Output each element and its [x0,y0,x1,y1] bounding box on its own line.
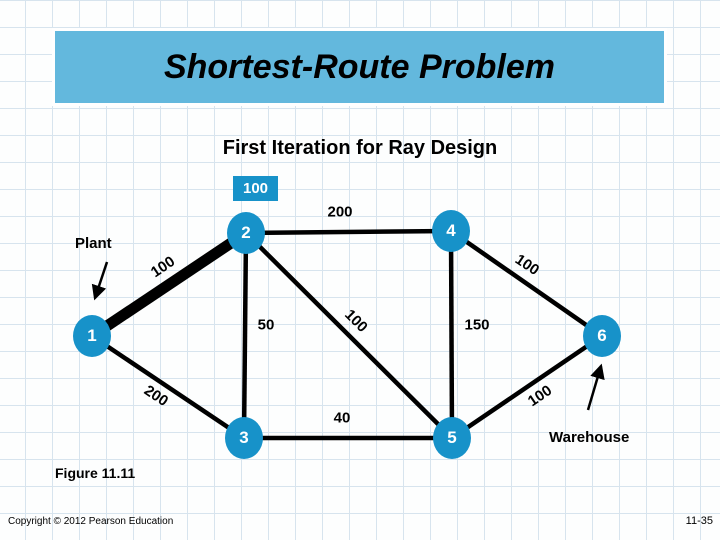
edge-5-6 [450,334,604,440]
edge-label-2-3: 50 [257,316,275,334]
copyright-text: Copyright © 2012 Pearson Education [8,516,174,527]
node-3: 3 [225,417,263,459]
edge-2-4 [245,228,452,236]
plant-label: Plant [75,235,112,252]
node-2: 2 [227,212,265,254]
plant-arrow-icon [91,261,109,301]
slide-title: Shortest-Route Problem [163,47,556,86]
node-5: 5 [433,417,471,459]
node-6: 6 [583,315,621,357]
edge-1-3 [90,334,246,440]
iteration-distance-badge: 100 [233,176,278,201]
figure-label: Figure 11.11 [55,465,136,481]
title-banner: Shortest-Route Problem [52,28,667,106]
edge-label-2-4: 200 [327,203,353,221]
page-number: 11-35 [685,515,713,527]
edge-2-3 [241,232,249,439]
edge-label-3-5: 40 [333,409,351,427]
warehouse-arrow-icon [586,363,605,411]
edge-2-5 [244,231,454,440]
node-4: 4 [432,210,470,252]
edge-4-5 [448,230,455,439]
edge-label-4-5: 150 [464,316,490,334]
edge-4-6 [449,229,604,338]
warehouse-label: Warehouse [549,429,630,446]
slide-subtitle: First Iteration for Ray Design [222,137,498,159]
edge-1-2 [88,228,250,341]
node-1: 1 [73,315,111,357]
